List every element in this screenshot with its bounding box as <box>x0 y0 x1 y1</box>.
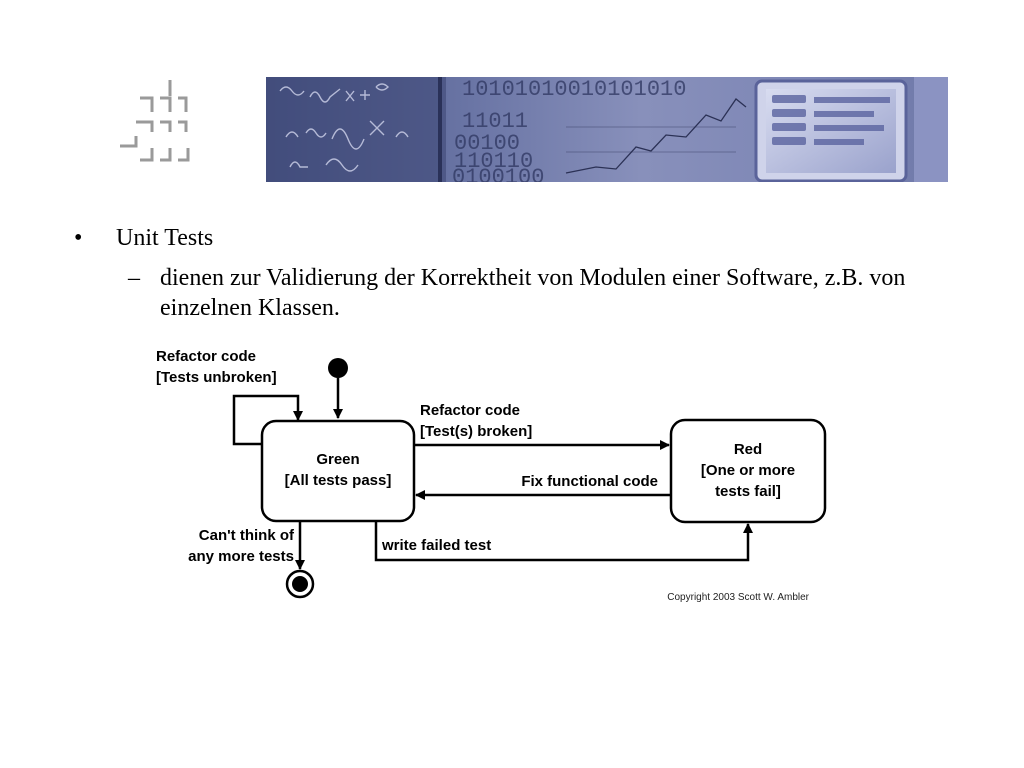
transition-finish: Can't think of any more tests <box>188 521 305 570</box>
initial-state-node <box>328 358 348 378</box>
finish-label-1: Can't think of <box>199 527 295 544</box>
state-red-title: Red <box>734 441 762 458</box>
svg-text:10101010010101010: 10101010010101010 <box>462 77 686 102</box>
svg-text:00100: 00100 <box>454 131 520 156</box>
stock-chart-line <box>565 98 747 174</box>
state-red: Red [One or more tests fail] <box>669 418 827 524</box>
header-banner-image: 10101010010101010 11011 00100 110110 010… <box>266 77 948 182</box>
sub-bullet-text: dienen zur Validierung der Korrektheit v… <box>160 265 906 321</box>
state-red-line-2: [One or more <box>701 462 795 479</box>
sub-bullet-mark: – <box>128 265 140 291</box>
tdd-state-diagram: Green [All tests pass] Red [One or more … <box>150 340 840 610</box>
logo-glyph-icon <box>120 80 190 162</box>
fix-code-label: Fix functional code <box>521 473 658 490</box>
bullet-text: Unit Tests <box>116 225 214 251</box>
institution-logo <box>116 76 196 172</box>
self-loop-label-1: Refactor code <box>156 348 256 365</box>
svg-text:0100100: 0100100 <box>452 165 544 182</box>
refactor-broken-label-1: Refactor code <box>420 402 520 419</box>
monitor-graphic <box>754 77 948 182</box>
svg-text:110110: 110110 <box>454 149 533 174</box>
state-green-subtitle: [All tests pass] <box>285 472 392 489</box>
bullet-mark: • <box>74 225 83 251</box>
finish-label-2: any more tests <box>188 548 294 565</box>
final-state-node <box>285 569 315 599</box>
copyright-text: Copyright 2003 Scott W. Ambler <box>667 592 809 603</box>
self-loop-refactor: Refactor code [Tests unbroken] <box>156 348 303 446</box>
binary-digits: 10101010010101010 11011 00100 110110 010… <box>452 77 686 182</box>
transition-fix-code: Fix functional code <box>415 473 671 500</box>
write-test-label: write failed test <box>381 537 491 554</box>
svg-text:11011: 11011 <box>462 109 528 134</box>
state-green: Green [All tests pass] <box>260 419 416 523</box>
transition-refactor-broken: Refactor code [Test(s) broken] <box>414 402 670 450</box>
state-green-title: Green <box>316 451 359 468</box>
transition-write-test: write failed test <box>374 521 753 562</box>
chalkboard-area <box>266 77 446 182</box>
state-red-line-3: tests fail] <box>715 483 781 500</box>
self-loop-label-2: [Tests unbroken] <box>156 369 277 386</box>
refactor-broken-label-2: [Test(s) broken] <box>420 423 532 440</box>
